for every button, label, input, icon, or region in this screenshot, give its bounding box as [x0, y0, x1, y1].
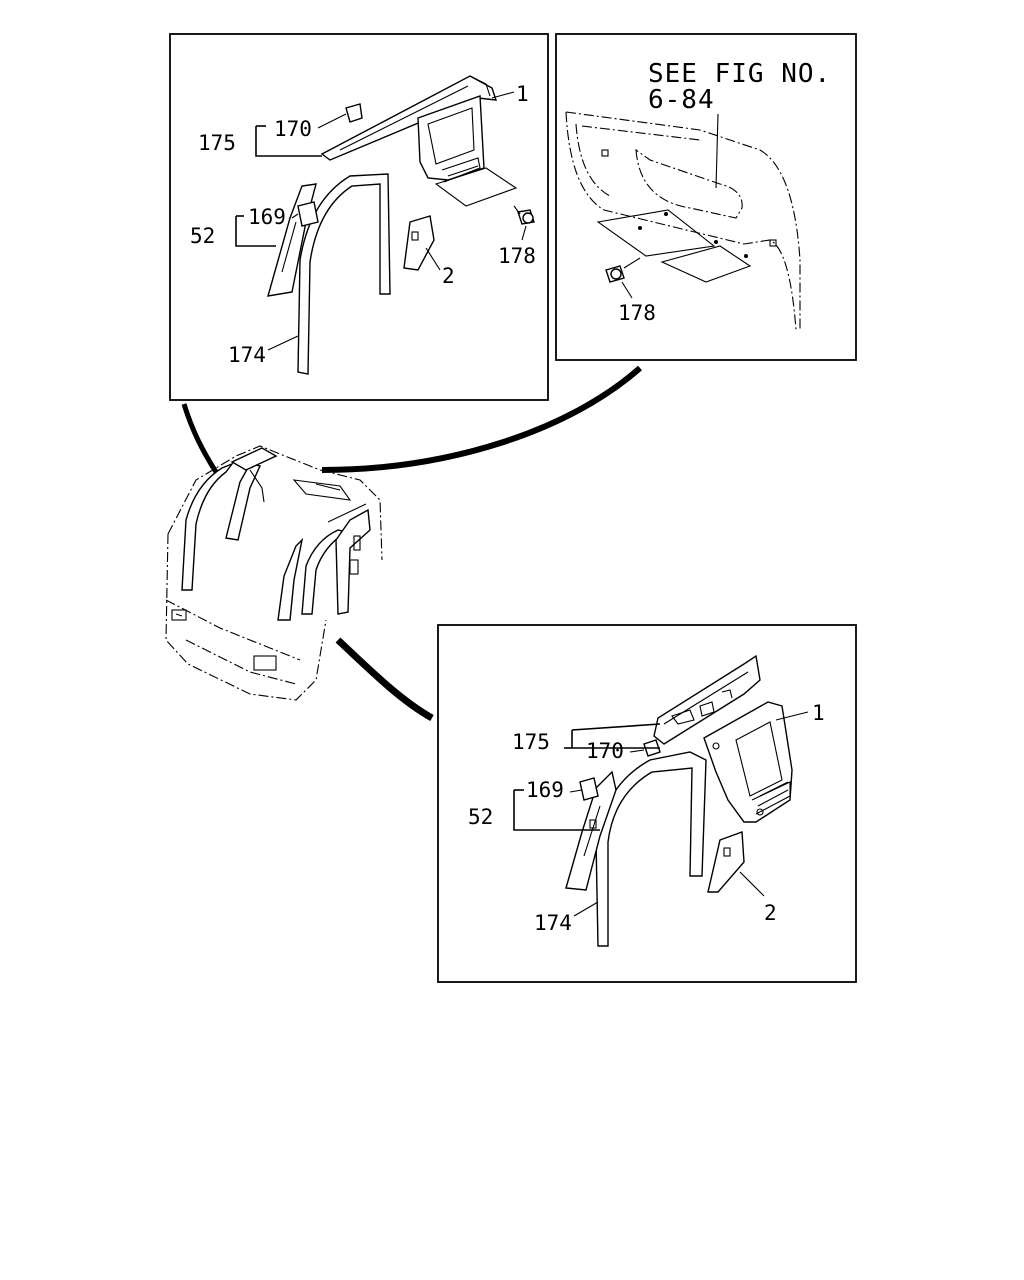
label-170-top-left: 170	[274, 117, 312, 141]
label-169-top-left: 169	[248, 205, 286, 229]
label-52-top-left: 52	[190, 224, 215, 248]
label-2-top-left: 2	[442, 264, 455, 288]
cab-overview	[165, 445, 383, 701]
panel-top-left-frame	[169, 33, 549, 401]
note-line-1: SEE FIG NO.	[648, 59, 831, 89]
label-170-bottom-right: 170	[586, 739, 624, 763]
top-left-assembly	[267, 75, 535, 375]
label-1-bottom-right: 1	[812, 701, 825, 725]
label-174-top-left: 174	[228, 343, 266, 367]
label-175-top-left: 175	[198, 131, 236, 155]
bottom-right-leaders	[513, 711, 809, 917]
label-175-bottom-right: 175	[512, 730, 550, 754]
label-178-top-right: 178	[618, 301, 656, 325]
top-right-leaders	[621, 113, 719, 299]
label-178-top-left: 178	[498, 244, 536, 268]
connector-curve-bottom	[335, 637, 434, 722]
panel-bottom-right-frame	[437, 624, 857, 983]
top-left-leaders	[235, 91, 527, 351]
top-right-assembly	[565, 111, 801, 331]
panel-top-right-frame	[555, 33, 857, 361]
label-174-bottom-right: 174	[534, 911, 572, 935]
bottom-right-assembly	[565, 654, 793, 947]
connector-curve-top	[321, 365, 642, 473]
label-169-bottom-right: 169	[526, 778, 564, 802]
note-line-2: 6-84	[648, 85, 715, 115]
label-52-bottom-right: 52	[468, 805, 493, 829]
label-1-top-left: 1	[516, 82, 529, 106]
connector-curve-left	[181, 403, 219, 474]
label-2-bottom-right: 2	[764, 901, 777, 925]
